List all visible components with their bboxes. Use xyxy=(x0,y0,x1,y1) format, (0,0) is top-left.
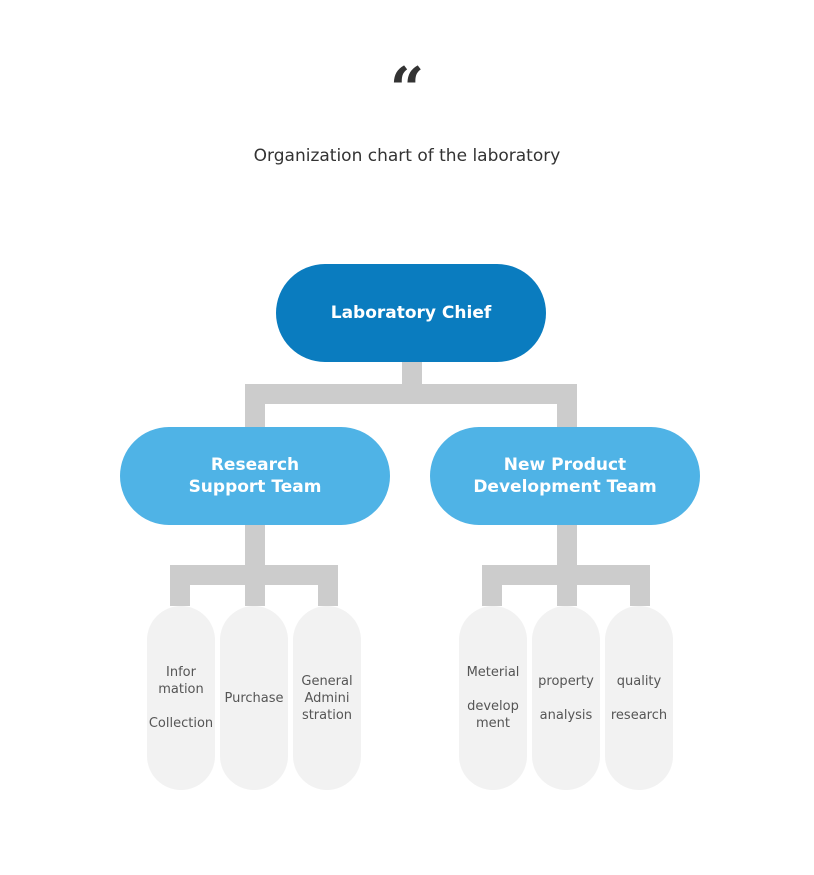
laboratory-chief-node: Laboratory Chief xyxy=(276,264,546,362)
information-collection-node: Infor mation Collection xyxy=(147,606,215,790)
quote-mark-icon: “ xyxy=(389,55,425,125)
connector-left-leaf-1 xyxy=(170,585,190,606)
general-administration-label: General Admini stration xyxy=(301,673,353,723)
property-analysis-label: property analysis xyxy=(538,673,594,723)
connector-right-leaf-1 xyxy=(482,585,502,606)
connector-left-leaf-2 xyxy=(245,585,265,606)
page-caption: Organization chart of the laboratory xyxy=(253,146,561,166)
property-analysis-node: property analysis xyxy=(532,606,600,790)
laboratory-chief-label: Laboratory Chief xyxy=(330,303,492,323)
quality-research-label: quality research xyxy=(610,673,668,723)
material-development-label: Meterial develop ment xyxy=(466,665,520,731)
connector-left-team-down xyxy=(245,525,265,565)
purchase-label: Purchase xyxy=(224,690,284,706)
connector-left-leaf-3 xyxy=(318,585,338,606)
new-product-development-team-label: New Product Development Team xyxy=(473,455,657,497)
connector-right-leaf-3 xyxy=(630,585,650,606)
information-collection-label: Infor mation Collection xyxy=(148,665,214,731)
connector-root-down xyxy=(402,362,422,384)
connector-right-drop xyxy=(557,404,577,427)
research-support-team-label: Research Support Team xyxy=(188,455,322,497)
connector-left-drop xyxy=(245,404,265,427)
connector-right-team-bar xyxy=(482,565,650,585)
connector-root-bar xyxy=(245,384,577,404)
general-administration-node: General Admini stration xyxy=(293,606,361,790)
purchase-node: Purchase xyxy=(220,606,288,790)
material-development-node: Meterial develop ment xyxy=(459,606,527,790)
connector-right-team-down xyxy=(557,525,577,565)
quality-research-node: quality research xyxy=(605,606,673,790)
new-product-development-team-node: New Product Development Team xyxy=(430,427,700,525)
connector-right-leaf-2 xyxy=(557,585,577,606)
connector-left-team-bar xyxy=(170,565,338,585)
research-support-team-node: Research Support Team xyxy=(120,427,390,525)
